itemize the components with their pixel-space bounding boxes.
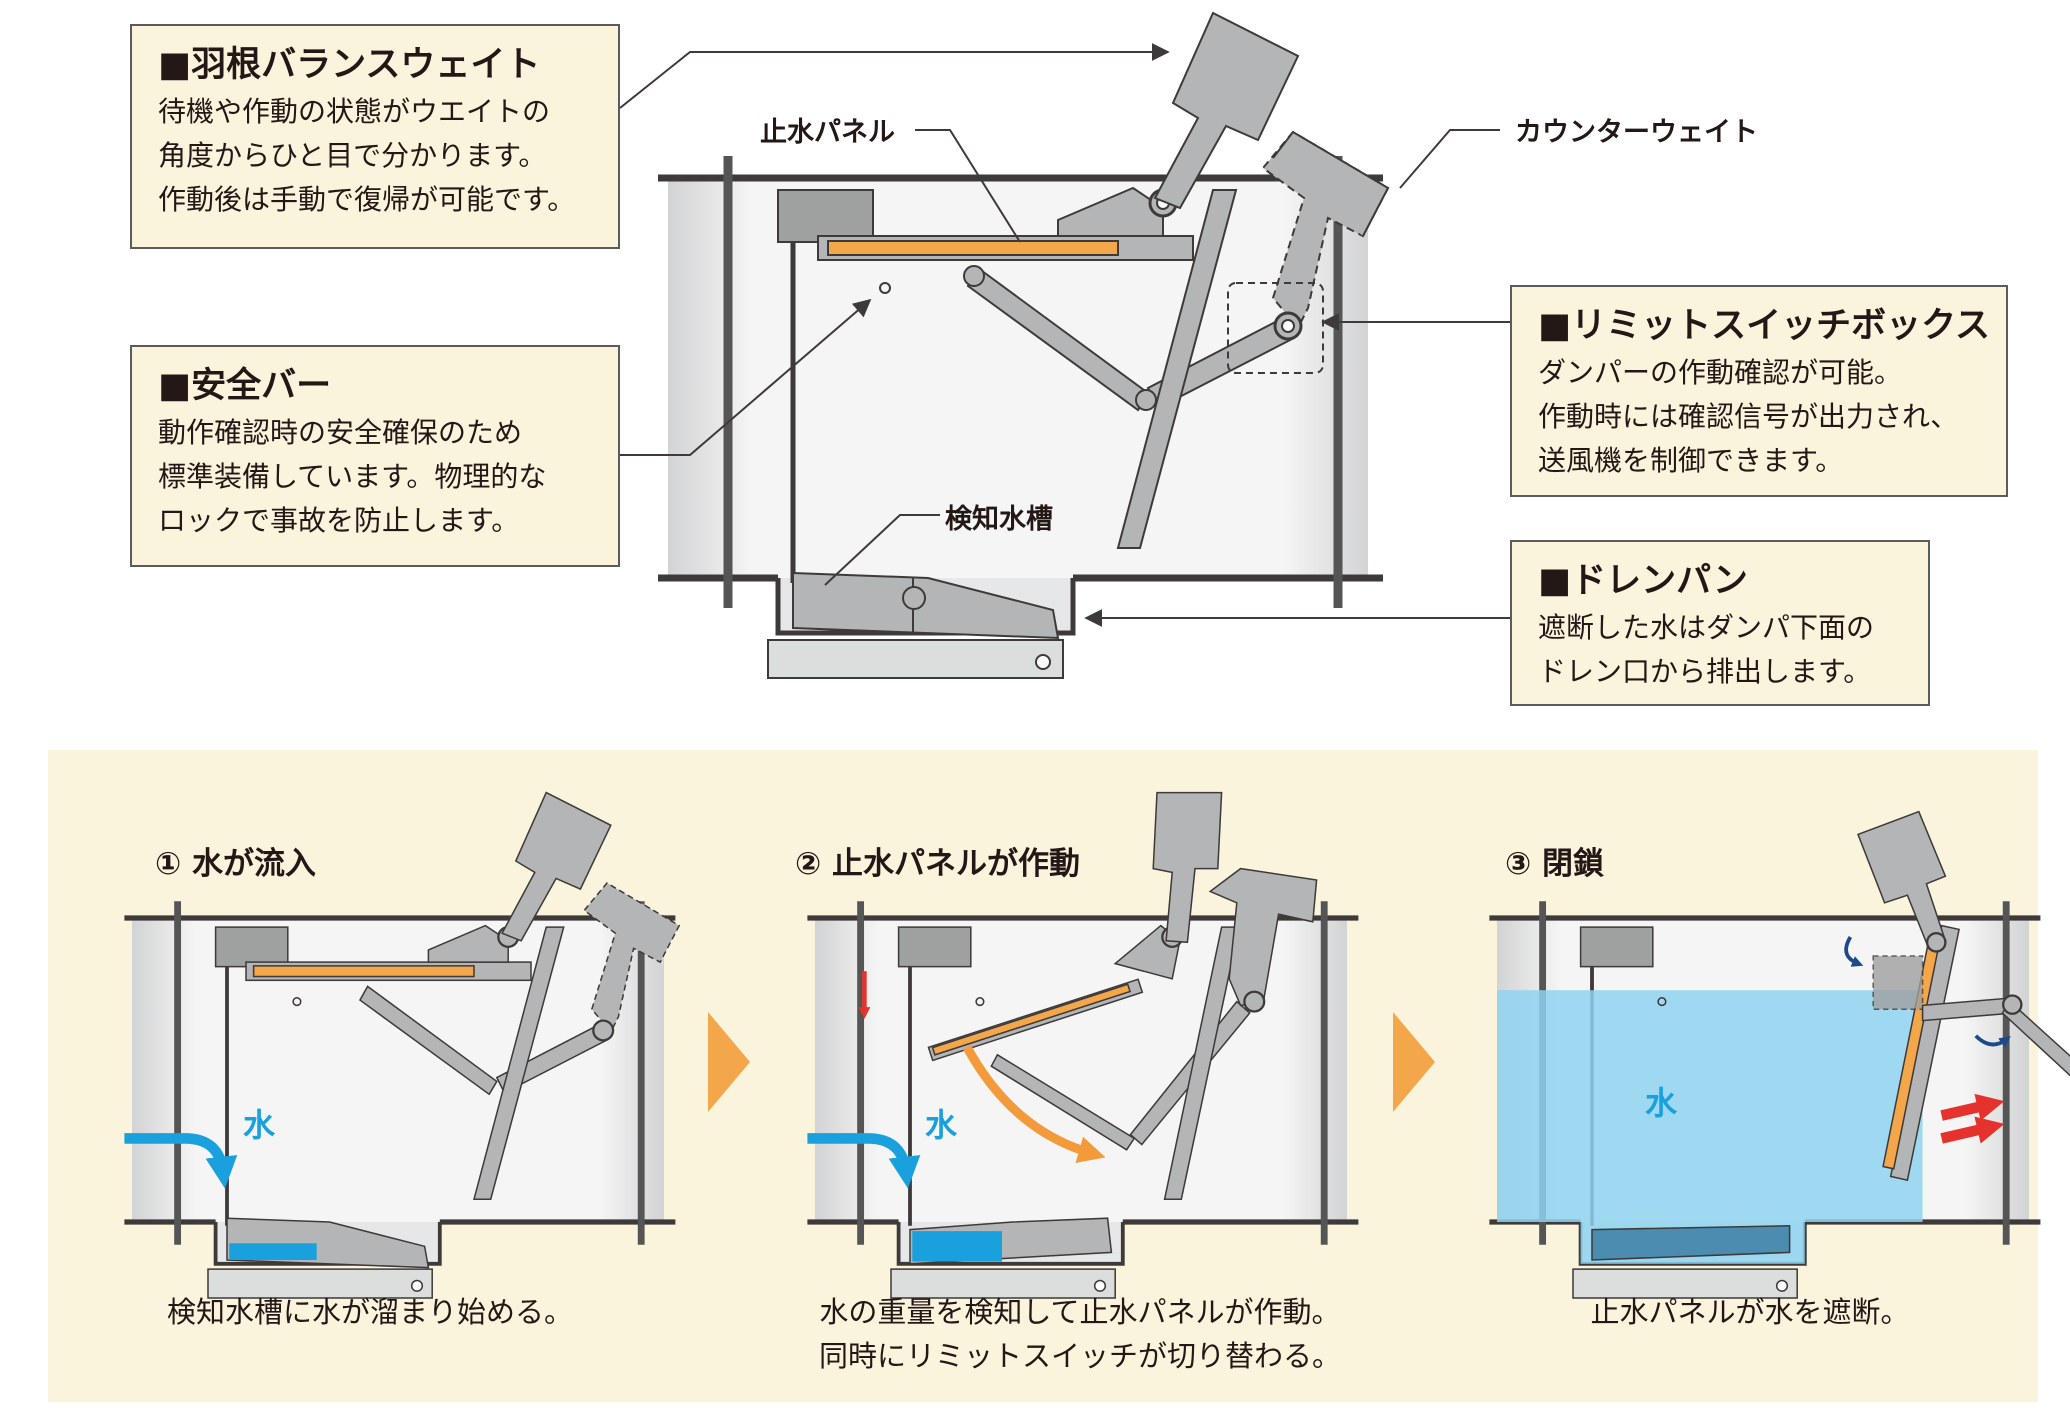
water-fill xyxy=(1497,990,1923,1222)
step-arrow-2 xyxy=(1393,1012,1435,1112)
callout-limit-switch-title: ■リミットスイッチボックス xyxy=(1538,306,1991,346)
callout-balance-weight: ■羽根バランスウェイト 待機や作動の状態がウエイトの 角度からひと目で分かります… xyxy=(130,24,620,249)
caption-line: 水の重量を検知して止水パネルが作動。 xyxy=(819,1295,1341,1329)
callout-line: ドレン口から排出します。 xyxy=(1538,655,1872,688)
step2-caption: 水の重量を検知して止水パネルが作動。 同時にリミットスイッチが切り替わる。 xyxy=(800,1290,1360,1378)
step3-water-label: 水 xyxy=(1645,1084,1678,1122)
callout-safety-bar-title: ■安全バー xyxy=(158,366,332,406)
callout-line: 作動時には確認信号が出力され、 xyxy=(1538,400,1959,433)
callout-drain-pan-title: ■ドレンパン xyxy=(1538,561,1748,601)
limit-switch-box xyxy=(1227,282,1324,374)
step3-title: ③ 閉鎖 xyxy=(1505,846,1605,882)
step1-caption: 検知水槽に水が溜まり始める。 xyxy=(130,1290,610,1334)
callout-line: 遮断した水はダンパ下面の xyxy=(1538,611,1875,644)
callout-line: ダンパーの作動確認が可能。 xyxy=(1538,356,1903,389)
detection-tank xyxy=(792,571,1060,640)
step2-diagram xyxy=(807,791,1358,1298)
caption-line: 検知水槽に水が溜まり始める。 xyxy=(166,1295,573,1329)
callout-limit-switch: ■リミットスイッチボックス ダンパーの作動確認が可能。 作動時には確認信号が出力… xyxy=(1510,285,2008,497)
step-arrow-1 xyxy=(708,1012,750,1112)
callout-drain-pan: ■ドレンパン 遮断した水はダンパ下面の ドレン口から排出します。 xyxy=(1510,540,1930,706)
label-stop-panel: 止水パネル xyxy=(760,117,895,148)
step2-title: ② 止水パネルが作動 xyxy=(795,846,1081,882)
caption-line: 同時にリミットスイッチが切り替わる。 xyxy=(818,1339,1341,1373)
safety-bar-dot xyxy=(879,282,891,294)
balance-weight xyxy=(1153,11,1300,210)
label-counterweight: カウンターウェイト xyxy=(1515,117,1758,148)
step1-title: ① 水が流入 xyxy=(155,846,317,882)
callout-balance-weight-title: ■羽根バランスウェイト xyxy=(158,45,541,85)
step2-water-label: 水 xyxy=(925,1106,958,1144)
callout-safety-bar: ■安全バー 動作確認時の安全確保のため 標準装備しています。物理的な ロックで事… xyxy=(130,345,620,567)
step1-water-label: 水 xyxy=(243,1106,276,1144)
step3-caption: 止水パネルが水を遮断。 xyxy=(1540,1290,1960,1334)
callout-line: ロックで事故を防止します。 xyxy=(158,504,520,537)
callout-line: 標準装備しています。物理的な xyxy=(158,460,547,493)
callout-line: 待機や作動の状態がウエイトの xyxy=(158,95,551,128)
step3-diagram xyxy=(1489,810,2070,1298)
main-damper-diagram xyxy=(658,11,1390,678)
label-detection-tank: 検知水槽 xyxy=(945,504,1053,535)
callout-line: 作動後は手動で復帰が可能です。 xyxy=(158,183,576,216)
callout-line: 動作確認時の安全確保のため xyxy=(158,416,523,449)
step1-diagram xyxy=(124,791,681,1298)
callout-line: 送風機を制御できます。 xyxy=(1538,444,1844,477)
callout-line: 角度からひと目で分かります。 xyxy=(158,139,547,172)
leader-lines xyxy=(619,43,1510,627)
caption-line: 止水パネルが水を遮断。 xyxy=(1590,1295,1910,1329)
stop-panel xyxy=(827,240,1119,256)
